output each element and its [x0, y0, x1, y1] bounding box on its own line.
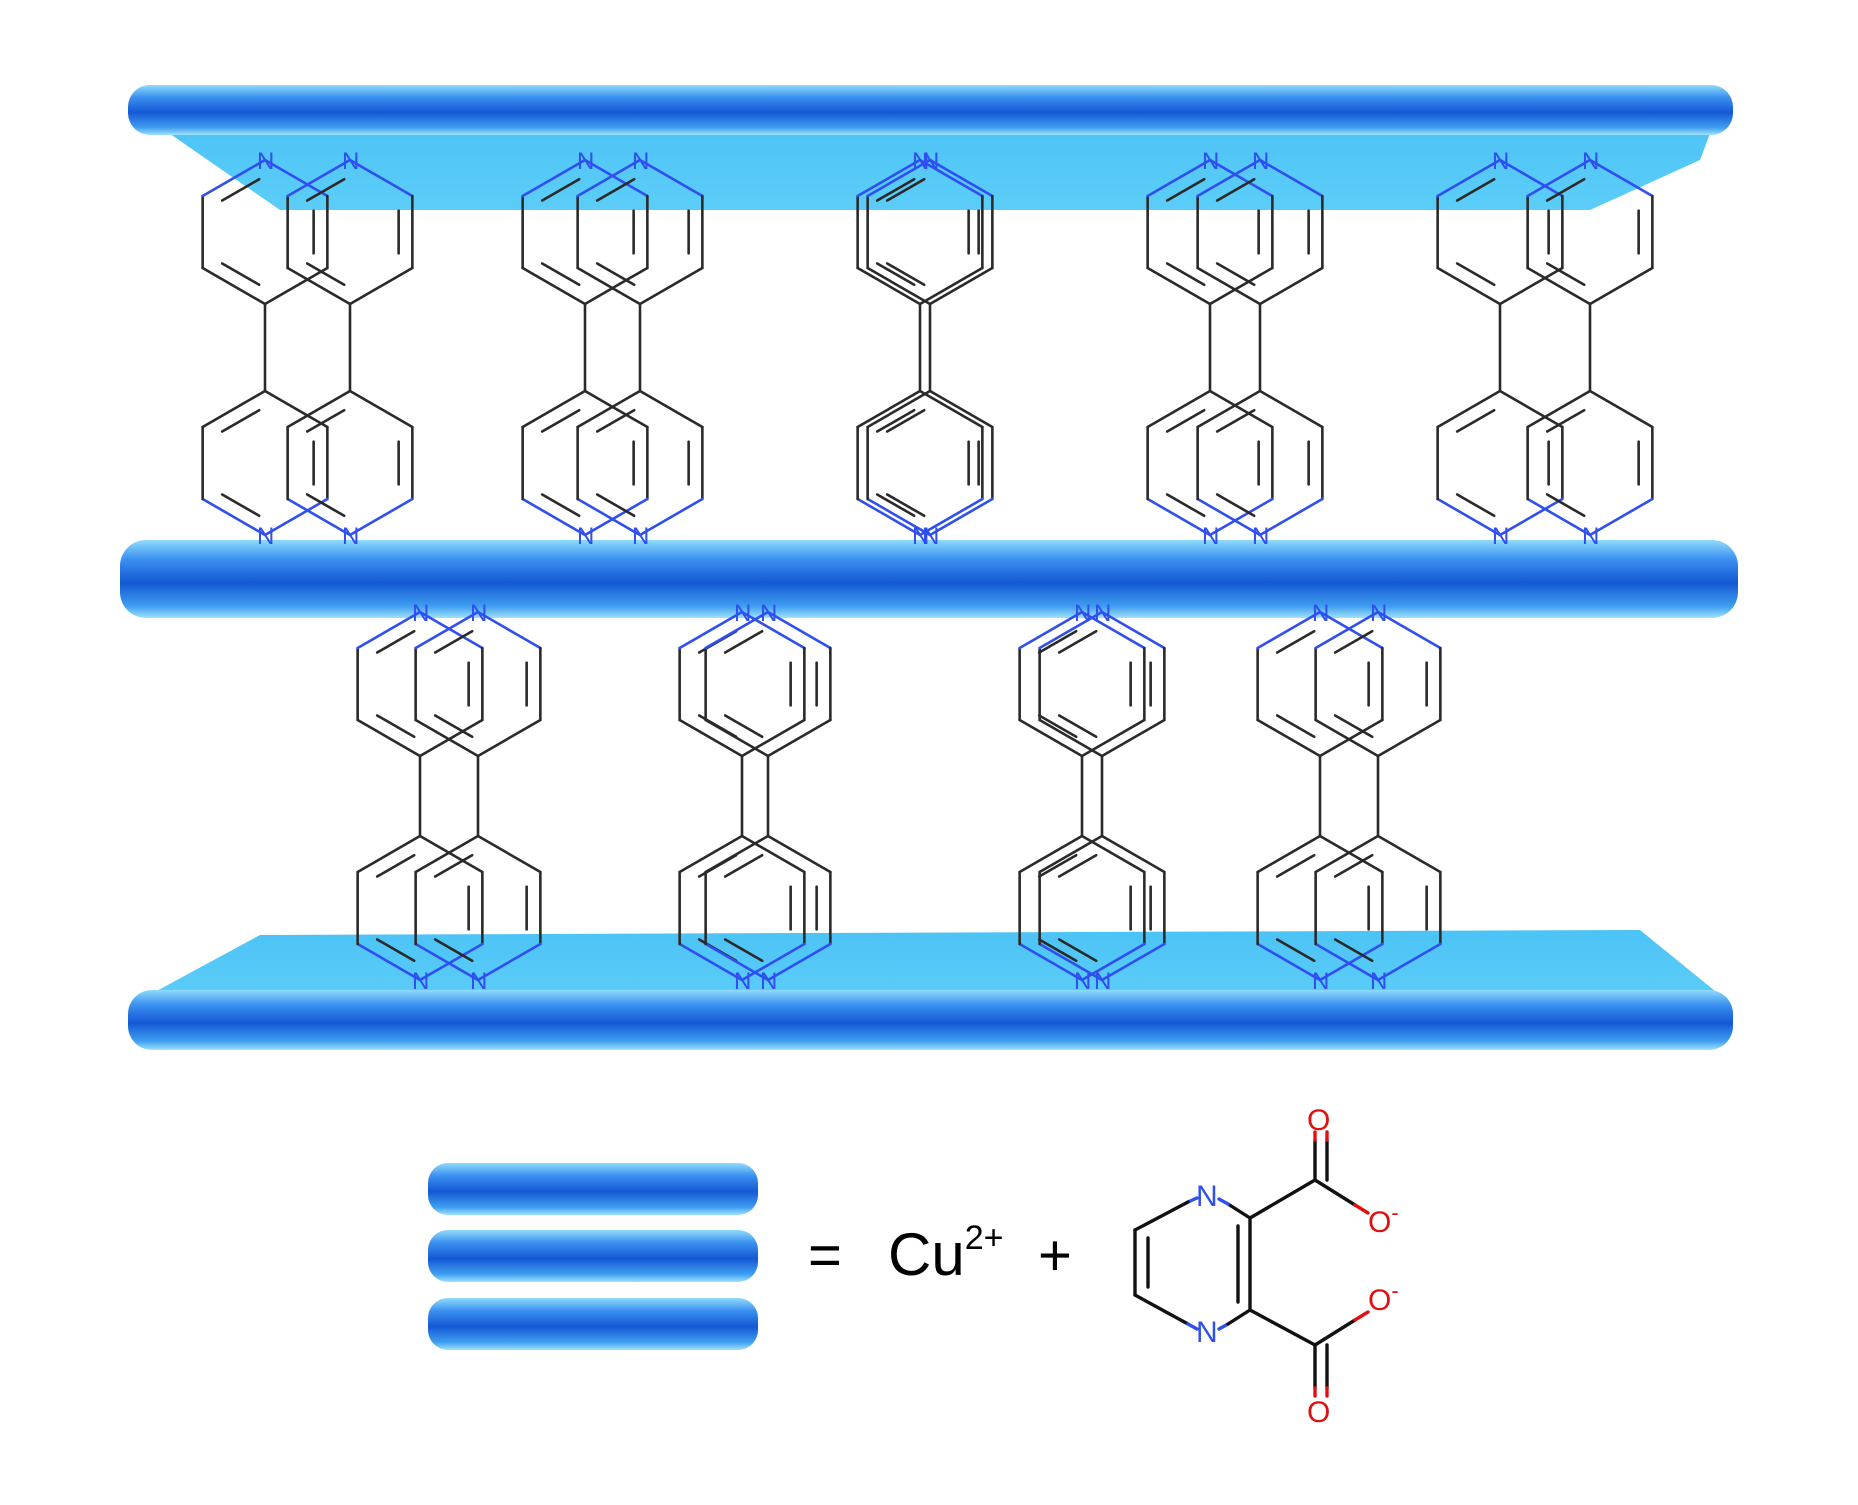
- pyridine-nitrogen: N: [1582, 523, 1599, 550]
- bipyridine-molecule: NN: [1436, 148, 1564, 550]
- pyridine-nitrogen: N: [257, 523, 274, 550]
- bipyridine-molecule: NN: [1314, 600, 1442, 995]
- pyridine-nitrogen: N: [1252, 148, 1269, 175]
- pyridine-nitrogen: N: [577, 523, 594, 550]
- layer-top: [128, 85, 1733, 210]
- bipyridine-molecule: NN: [414, 600, 542, 995]
- pyridine-nitrogen: N: [734, 968, 751, 995]
- pyridine-nitrogen: N: [470, 968, 487, 995]
- pyridine-nitrogen: N: [922, 523, 939, 550]
- metal-charge: 2+: [965, 1219, 1004, 1257]
- pyridine-nitrogen: N: [760, 600, 777, 627]
- pyridine-nitrogen: N: [632, 523, 649, 550]
- legend: = Cu2+ + N N O: [428, 1104, 1399, 1429]
- bipyridine-molecule: NN: [1256, 600, 1384, 995]
- pyridine-nitrogen: N: [912, 523, 929, 550]
- pyridine-nitrogen: N: [470, 600, 487, 627]
- ring-nitrogen-bottom: N: [1196, 1316, 1218, 1349]
- layer-bottom-rod: [128, 990, 1733, 1050]
- pyrazine-dicarboxylate-structure: N N O O- O- O: [1133, 1104, 1399, 1429]
- pyridine-nitrogen: N: [577, 148, 594, 175]
- legend-layer-symbol: [428, 1163, 758, 1350]
- bipyridine-molecule: NN: [866, 148, 994, 550]
- bipyridine-molecule: NN: [521, 148, 649, 550]
- pyridine-nitrogen: N: [1094, 968, 1111, 995]
- bipyridine-molecule: NN: [1018, 600, 1146, 995]
- carboxylate-oxygen-3: O-: [1368, 1278, 1399, 1317]
- pyridine-nitrogen: N: [1312, 600, 1329, 627]
- bipyridine-molecule: NN: [286, 148, 414, 550]
- pyridine-nitrogen: N: [760, 968, 777, 995]
- pyridine-nitrogen: N: [1582, 148, 1599, 175]
- carboxylate-oxygen-4: O: [1307, 1396, 1330, 1429]
- pyridine-nitrogen: N: [257, 148, 274, 175]
- pyridine-nitrogen: N: [632, 148, 649, 175]
- layer-middle-rod: [120, 540, 1738, 618]
- bipyridine-molecule: NN: [704, 600, 832, 995]
- bipyridine-molecule: NN: [576, 148, 704, 550]
- pyridine-nitrogen: N: [412, 968, 429, 995]
- bipyridine-molecule: NN: [1146, 148, 1274, 550]
- carboxylate-oxygen-1: O: [1307, 1104, 1330, 1137]
- layer-middle: [120, 540, 1738, 618]
- pyridine-nitrogen: N: [1492, 523, 1509, 550]
- pyridine-nitrogen: N: [734, 600, 751, 627]
- layer-top-sheet: [150, 120, 1715, 210]
- ring-nitrogen-top: N: [1196, 1180, 1218, 1213]
- bipyridine-molecule: NN: [1038, 600, 1166, 995]
- pyridine-nitrogen: N: [1094, 600, 1111, 627]
- pyridine-nitrogen: N: [1312, 968, 1329, 995]
- bipyridine-molecule: NN: [356, 600, 484, 995]
- layer-bottom: [128, 930, 1733, 1050]
- pyridine-nitrogen: N: [922, 148, 939, 175]
- layer-top-rod: [128, 85, 1733, 135]
- plus-sign: +: [1038, 1223, 1072, 1288]
- pyridine-nitrogen: N: [342, 523, 359, 550]
- metal-symbol: Cu: [888, 1221, 965, 1288]
- copper-ion-label: Cu2+: [888, 1219, 1003, 1288]
- pyridine-nitrogen: N: [1492, 148, 1509, 175]
- pyridine-nitrogen: N: [342, 148, 359, 175]
- equals-sign: =: [808, 1223, 842, 1288]
- pyridine-nitrogen: N: [1202, 148, 1219, 175]
- pyridine-nitrogen: N: [1370, 968, 1387, 995]
- bipyridine-molecule: NN: [1526, 148, 1654, 550]
- pyridine-nitrogen: N: [1074, 968, 1091, 995]
- pyridine-nitrogen: N: [1252, 523, 1269, 550]
- bipyridine-molecule: NN: [1196, 148, 1324, 550]
- pyridine-nitrogen: N: [1370, 600, 1387, 627]
- carboxylate-oxygen-2: O-: [1368, 1200, 1399, 1239]
- bipyridine-molecule: NN: [201, 148, 329, 550]
- pyridine-nitrogen: N: [1202, 523, 1219, 550]
- pyridine-nitrogen: N: [412, 600, 429, 627]
